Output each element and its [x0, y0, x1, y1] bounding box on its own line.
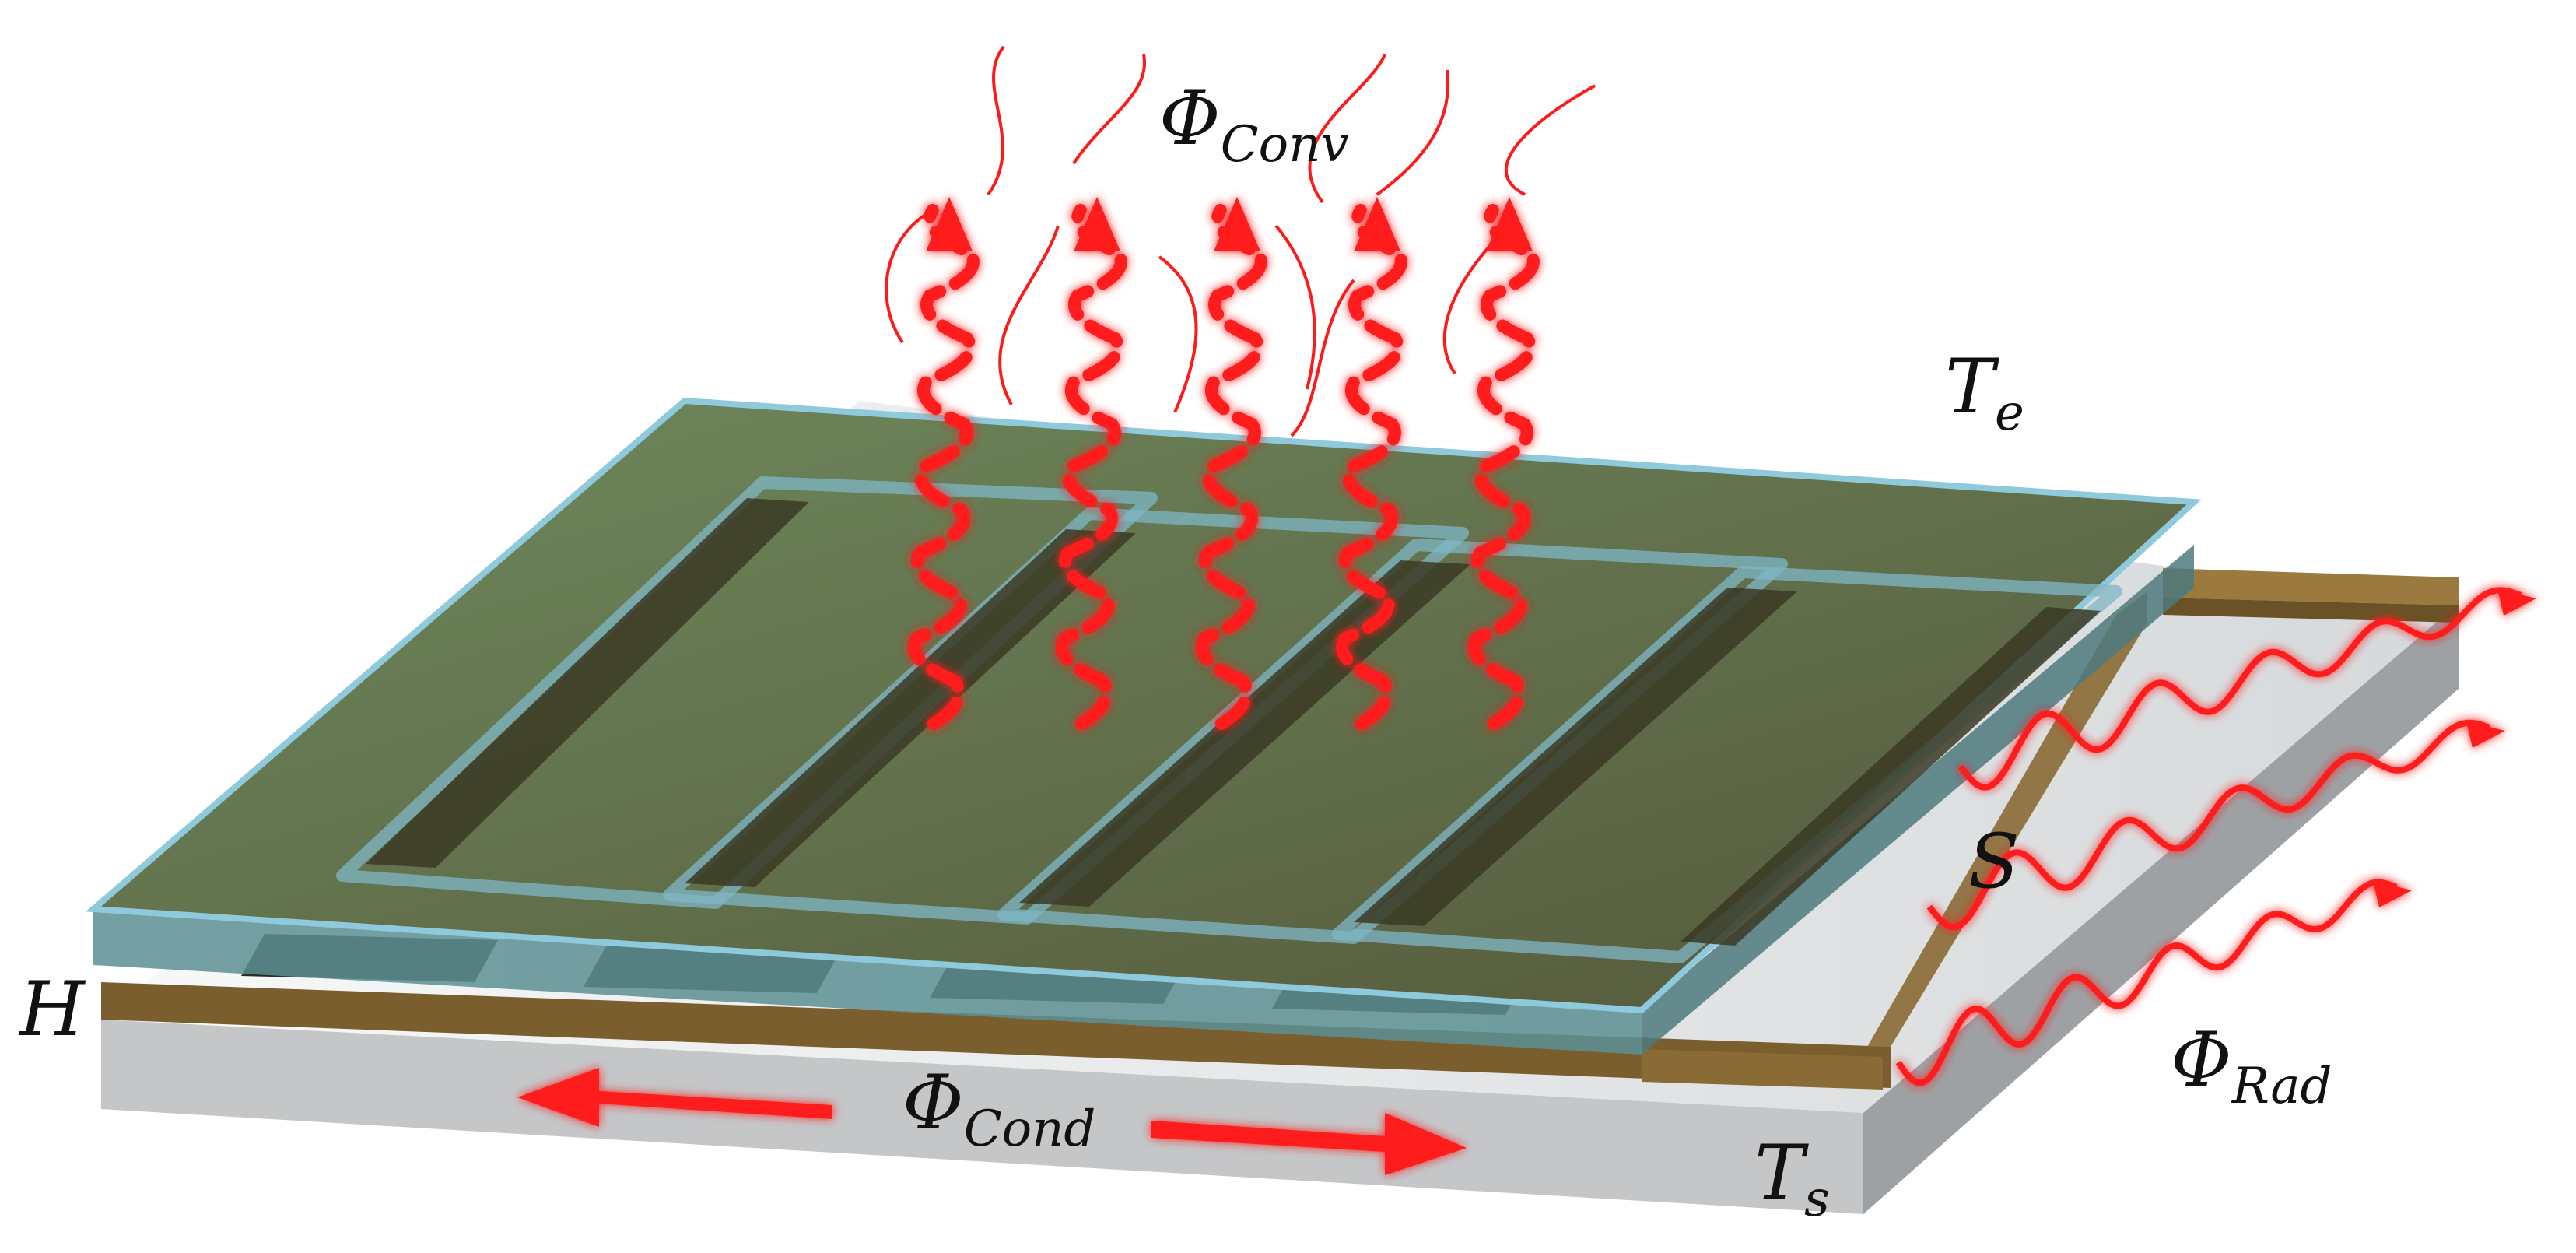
- radiation-arrow-2: [1926, 719, 2491, 931]
- smoke-line-7: [1308, 54, 1386, 204]
- convection-arrowhead-2: [1074, 197, 1120, 251]
- svg-text:H: H: [18, 966, 86, 1053]
- svg-text:S: S: [1968, 818, 2020, 905]
- svg-text:ΦConv: ΦConv: [1159, 75, 1349, 174]
- convection-arrowhead-4: [1354, 197, 1400, 251]
- substrate-front-face: [101, 1020, 1863, 1214]
- smoke-line-8: [1376, 69, 1450, 196]
- svg-text:ΦRad: ΦRad: [2171, 1016, 2332, 1115]
- label-phi-rad: ΦRad: [2171, 1016, 2332, 1115]
- label-phi-cond: ΦCond: [902, 1059, 1095, 1158]
- radiation-arrow-3: [1895, 879, 2398, 1086]
- smoke-line-3: [998, 225, 1060, 405]
- smoke-line-2: [987, 45, 1005, 196]
- label-te: Te: [1945, 343, 2024, 442]
- substrate-right-face: [1863, 603, 2459, 1214]
- conduction-arrow-right: [1151, 1113, 1467, 1175]
- svg-text:Te: Te: [1945, 343, 2024, 442]
- smoke-line-11: [1505, 84, 1596, 196]
- right-contact-front: [2163, 598, 2459, 623]
- glass-encapsulant: [85, 397, 2202, 1055]
- electrode-strip-right: [1867, 591, 2147, 1047]
- smoke-line-9: [1290, 279, 1355, 437]
- label-s: S: [1968, 818, 2020, 905]
- right-contact-pad: [2163, 568, 2459, 605]
- label-ts: Ts: [1754, 1129, 1830, 1228]
- convection-arrow-1: [908, 204, 980, 730]
- label-phi-conv: ΦConv: [1159, 75, 1349, 174]
- radiation-arrows: [1895, 587, 2536, 1086]
- convection-arrows: [908, 197, 1540, 730]
- conduction-arrow-left: [517, 1068, 832, 1127]
- serpentine-heater-inner: [366, 498, 2101, 946]
- radiation-arrow-1: [1957, 587, 2522, 791]
- convection-arrow-4: [1336, 204, 1407, 730]
- glass-right-face: [1642, 545, 2194, 1055]
- convection-arrow-5: [1468, 204, 1540, 730]
- label-h: H: [18, 966, 86, 1053]
- svg-text:ΦCond: ΦCond: [902, 1059, 1095, 1158]
- smoke-line-10: [1442, 232, 1503, 375]
- smoke-line-1: [885, 209, 934, 344]
- conduction-arrows: [517, 1068, 1467, 1175]
- convection-arrowhead-1: [926, 197, 973, 251]
- svg-text:Ts: Ts: [1754, 1129, 1830, 1228]
- smoke-line-4: [1072, 54, 1147, 165]
- radiation-arrowhead-1: [2497, 589, 2536, 616]
- radiation-arrowhead-3: [2373, 881, 2412, 907]
- convection-smoke-lines: [885, 45, 1596, 437]
- convection-arrowhead-3: [1214, 197, 1260, 251]
- left-contact-pad: [1642, 1049, 1883, 1090]
- smoke-line-5: [1158, 255, 1198, 413]
- glass-front-face: [93, 909, 1642, 1055]
- convection-arrow-2: [1056, 204, 1127, 730]
- smoke-line-6: [1274, 224, 1316, 390]
- radiation-arrowhead-2: [2466, 721, 2505, 748]
- heater-layer: [101, 568, 2459, 1090]
- convection-arrow-3: [1196, 204, 1267, 730]
- heater-front-face: [101, 982, 1891, 1088]
